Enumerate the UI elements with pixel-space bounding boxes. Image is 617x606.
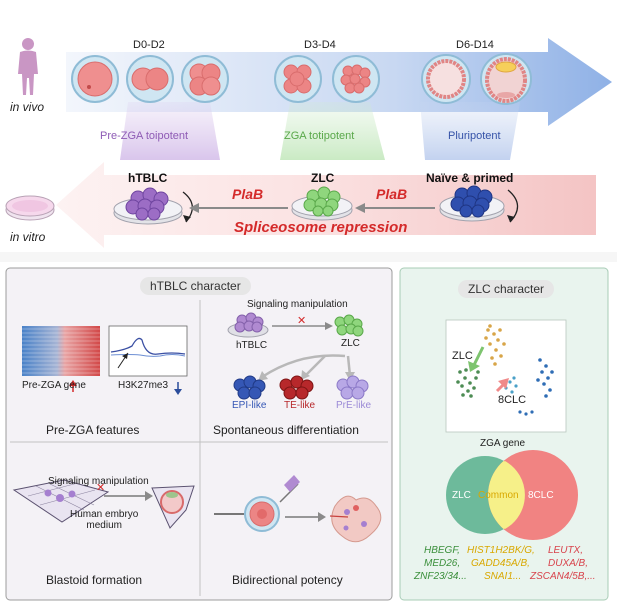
epi-like-cluster <box>233 375 266 400</box>
signaling-label: Signaling manipulation <box>247 299 348 310</box>
htblc-node-icon <box>227 312 269 338</box>
state-pluripotent: Pluripotent <box>448 130 501 142</box>
chimera-embryo-icon <box>329 495 382 543</box>
gene-r1-c2: HIST1H2BK/G, <box>467 545 535 556</box>
state-pre-zga: Pre-ZGA toipotent <box>100 130 189 142</box>
embryo-8cell <box>274 55 322 103</box>
caption-spontaneous-differentiation: Spontaneous differentiation <box>213 423 359 437</box>
zlc-dish <box>291 186 353 221</box>
pre-like-cluster <box>336 375 369 400</box>
zga-beam <box>280 102 385 160</box>
svg-text:✕: ✕ <box>96 482 105 494</box>
embryo-1cell <box>71 55 119 103</box>
state-zga: ZGA totipotent <box>284 130 355 142</box>
signaling-label-2: Signaling manipulation <box>48 476 149 487</box>
caption-pre-zga-features: Pre-ZGA features <box>46 423 140 437</box>
gene-r2-c1: MED26, <box>424 558 461 569</box>
gene-r2-c3: DUXA/B, <box>548 558 589 569</box>
embryo-4cell <box>181 55 229 103</box>
h3k27me3-label: H3K27me3 <box>118 380 169 391</box>
venn-title: ZGA gene <box>480 438 526 449</box>
venn-left-label: ZLC <box>452 490 471 501</box>
umap-plot <box>445 319 567 433</box>
embryo-hatched-blastocyst <box>480 53 532 105</box>
gene-r3-c1: ZNF23/34... <box>414 571 467 582</box>
htblc-node-label: hTBLC <box>236 340 268 351</box>
zlc-node-icon <box>334 314 364 337</box>
htblc-dish <box>113 187 183 225</box>
petri-dish-icon <box>5 195 55 221</box>
umap-8clc-label: 8CLC <box>498 394 527 406</box>
gene-r2-c2: GADD45A/B, <box>471 558 530 569</box>
venn-mid-label: Common <box>478 490 519 501</box>
zlc-node-label: ZLC <box>341 338 360 349</box>
cell-naive-label: Naïve & primed <box>426 171 514 185</box>
pluripotent-beam <box>420 102 520 160</box>
embryo-blastocyst <box>421 54 471 104</box>
human-icon <box>18 38 38 95</box>
caption-bidirectional-potency: Bidirectional potency <box>232 573 343 587</box>
naive-primed-dish <box>439 185 505 222</box>
in-vivo-label: in vivo <box>10 100 45 114</box>
cell-zlc-label: ZLC <box>311 171 335 185</box>
plab-label-2: PlaB <box>376 186 408 202</box>
blastoid-icon <box>151 485 195 529</box>
zlc-panel-title: ZLC character <box>458 280 555 298</box>
umap-points <box>456 324 554 416</box>
gene-r3-c3: ZSCAN4/5B,... <box>530 571 596 582</box>
gene-r3-c2: SNAI1... <box>484 571 522 582</box>
gene-r1-c3: LEUTX, <box>548 545 584 556</box>
medium-line1: Human embryo <box>70 509 139 520</box>
umap-zlc-label: ZLC <box>452 350 473 362</box>
venn-right-label: 8CLC <box>528 490 554 501</box>
caption-blastoid-formation: Blastoid formation <box>46 573 143 587</box>
embryo-morula <box>332 55 380 103</box>
pre-zga-gene-label: Pre-ZGA gene <box>22 380 86 391</box>
te-like-label: TE-like <box>284 400 316 411</box>
pre-like-label: PrE-like <box>336 400 372 411</box>
pre-zga-beam <box>120 102 220 160</box>
te-like-cluster <box>279 375 314 400</box>
stage-d0-d2: D0-D2 <box>133 39 165 51</box>
stage-d6-d14: D6-D14 <box>456 39 494 51</box>
spliceosome-repression-label: Spliceosome repression <box>234 219 408 236</box>
in-vitro-label: in vitro <box>10 230 46 244</box>
stage-d3-d4: D3-D4 <box>304 39 336 51</box>
htblc-panel-title: hTBLC character <box>140 277 251 295</box>
embryo-2cell <box>126 55 174 103</box>
aggrewell-icon <box>12 479 110 523</box>
micromanipulation-icon <box>214 475 300 532</box>
medium-line2: medium <box>86 520 122 531</box>
plab-label-1: PlaB <box>232 186 264 202</box>
epi-like-label: EPI-like <box>232 400 267 411</box>
gene-r1-c1: HBEGF, <box>424 545 460 556</box>
block-mark: ✕ <box>297 315 306 327</box>
medium-label: Human embryo medium <box>70 509 138 531</box>
cell-htblc-label: hTBLC <box>128 171 168 185</box>
